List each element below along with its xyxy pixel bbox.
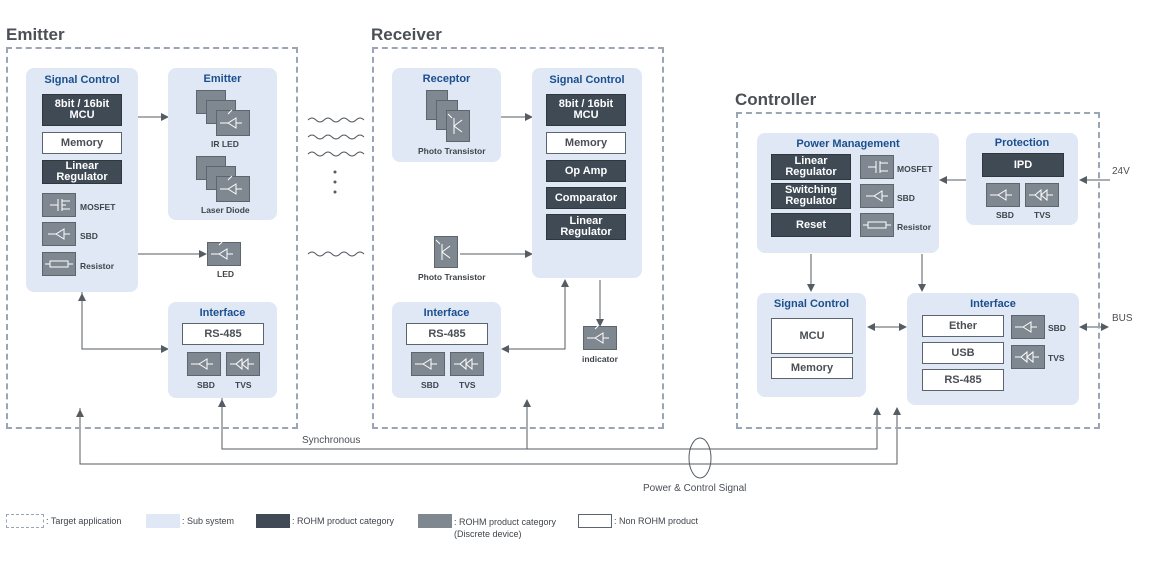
pm-sbd-label: SBD bbox=[897, 193, 915, 203]
protection-sbd-label: SBD bbox=[996, 210, 1014, 220]
controller-if-tvs-label: TVS bbox=[1048, 353, 1065, 363]
controller-signal-control-title: Signal Control bbox=[773, 298, 850, 310]
pm-linear-regulator: Linear Regulator bbox=[771, 154, 851, 180]
sbd-icon bbox=[42, 222, 76, 246]
receptor-title: Receptor bbox=[422, 73, 471, 85]
receiver-if-tvs-label: TVS bbox=[459, 380, 476, 390]
emitter-if-tvs-label: TVS bbox=[235, 380, 252, 390]
controller-memory: Memory bbox=[771, 357, 853, 379]
sbd-icon bbox=[860, 184, 894, 208]
pm-resistor-label: Resistor bbox=[897, 222, 932, 232]
bus-label: BUS bbox=[1112, 313, 1133, 324]
receiver-interface: Interface bbox=[392, 302, 501, 398]
emitter-interface-title: Interface bbox=[199, 307, 246, 319]
mosfet-icon bbox=[860, 155, 894, 179]
protection-title: Protection bbox=[994, 137, 1050, 149]
protection: Protection bbox=[966, 133, 1078, 225]
receiver-mcu: 8bit / 16bit MCU bbox=[546, 94, 626, 126]
controller-section-title: Controller bbox=[735, 90, 817, 109]
emitter-if-sbd-label: SBD bbox=[197, 380, 215, 390]
synchronous-label: Synchronous bbox=[302, 435, 361, 446]
controller-if-sbd-label: SBD bbox=[1048, 323, 1066, 333]
sbd-icon bbox=[1011, 315, 1045, 339]
legend-subsystem-text: : Sub system bbox=[182, 516, 235, 526]
receiver-op-amp: Op Amp bbox=[546, 160, 626, 182]
input-24v-label: 24V bbox=[1112, 166, 1130, 177]
emitter-section-title: Emitter bbox=[6, 25, 65, 44]
receiver-memory: Memory bbox=[546, 132, 626, 154]
emitter-mosfet-label: MOSFET bbox=[80, 202, 116, 212]
photo-transistor-label: Photo Transistor bbox=[418, 272, 486, 282]
receptor-photo-transistor-label: Photo Transistor bbox=[418, 146, 486, 156]
ir-led-label: IR LED bbox=[211, 139, 239, 149]
legend-rohm-discrete-swatch bbox=[418, 514, 452, 528]
receiver-signal-control-title: Signal Control bbox=[549, 74, 625, 86]
receiver-interface-title: Interface bbox=[423, 307, 470, 319]
receiver-section-title: Receiver bbox=[371, 25, 442, 44]
emitter-block-title: Emitter bbox=[203, 73, 242, 85]
tvs-icon bbox=[1025, 183, 1059, 207]
emitter-signal-control-title: Signal Control bbox=[44, 74, 120, 86]
receiver-comparator: Comparator bbox=[546, 187, 626, 209]
emitter-sbd-label: SBD bbox=[80, 231, 98, 241]
legend-target-text: : Target application bbox=[46, 516, 122, 526]
emitter-frame bbox=[6, 47, 298, 429]
legend-rohm-discrete-text: : ROHM product category (Discrete device… bbox=[454, 517, 557, 539]
emitter-rs485: RS-485 bbox=[182, 323, 264, 345]
receiver-rs485: RS-485 bbox=[406, 323, 488, 345]
receiver-if-sbd-label: SBD bbox=[421, 380, 439, 390]
pm-switching-regulator: Switching Regulator bbox=[771, 183, 851, 209]
controller-interface-title: Interface bbox=[970, 298, 1016, 310]
protection-tvs-label: TVS bbox=[1034, 210, 1051, 220]
indicator-label: indicator bbox=[582, 354, 618, 364]
photo-transistor-icon bbox=[434, 236, 458, 268]
emitter-mcu: 8bit / 16bit MCU bbox=[42, 94, 122, 126]
power-management-title: Power Management bbox=[796, 138, 900, 150]
emitter-memory: Memory bbox=[42, 132, 122, 154]
emitter-resistor-label: Resistor bbox=[80, 261, 115, 271]
controller-usb: USB bbox=[922, 342, 1004, 364]
controller-ether: Ether bbox=[922, 315, 1004, 337]
controller-rs485: RS-485 bbox=[922, 369, 1004, 391]
power-control-signal-label: Power & Control Signal bbox=[643, 483, 747, 494]
controller-mcu: MCU bbox=[771, 318, 853, 354]
laser-diode-label: Laser Diode bbox=[201, 205, 250, 215]
protection-ipd: IPD bbox=[982, 153, 1064, 177]
receiver-frame bbox=[372, 47, 664, 429]
emitter-interface: Interface bbox=[168, 302, 277, 398]
receiver-linear-regulator: Linear Regulator bbox=[546, 214, 626, 240]
legend-subsystem-swatch bbox=[146, 514, 180, 528]
emitter-linear-regulator: Linear Regulator bbox=[42, 160, 122, 184]
controller-frame bbox=[736, 112, 1100, 429]
legend-rohm-category-text: : ROHM product category bbox=[292, 516, 395, 526]
led-label: LED bbox=[217, 269, 234, 279]
legend-non-rohm-text: : Non ROHM product bbox=[614, 516, 699, 526]
pm-reset: Reset bbox=[771, 213, 851, 237]
legend-rohm-category-swatch bbox=[256, 514, 290, 528]
pm-mosfet-label: MOSFET bbox=[897, 164, 933, 174]
legend-non-rohm-swatch bbox=[578, 514, 612, 528]
mosfet-icon bbox=[42, 193, 76, 217]
legend-target-swatch bbox=[6, 514, 44, 528]
